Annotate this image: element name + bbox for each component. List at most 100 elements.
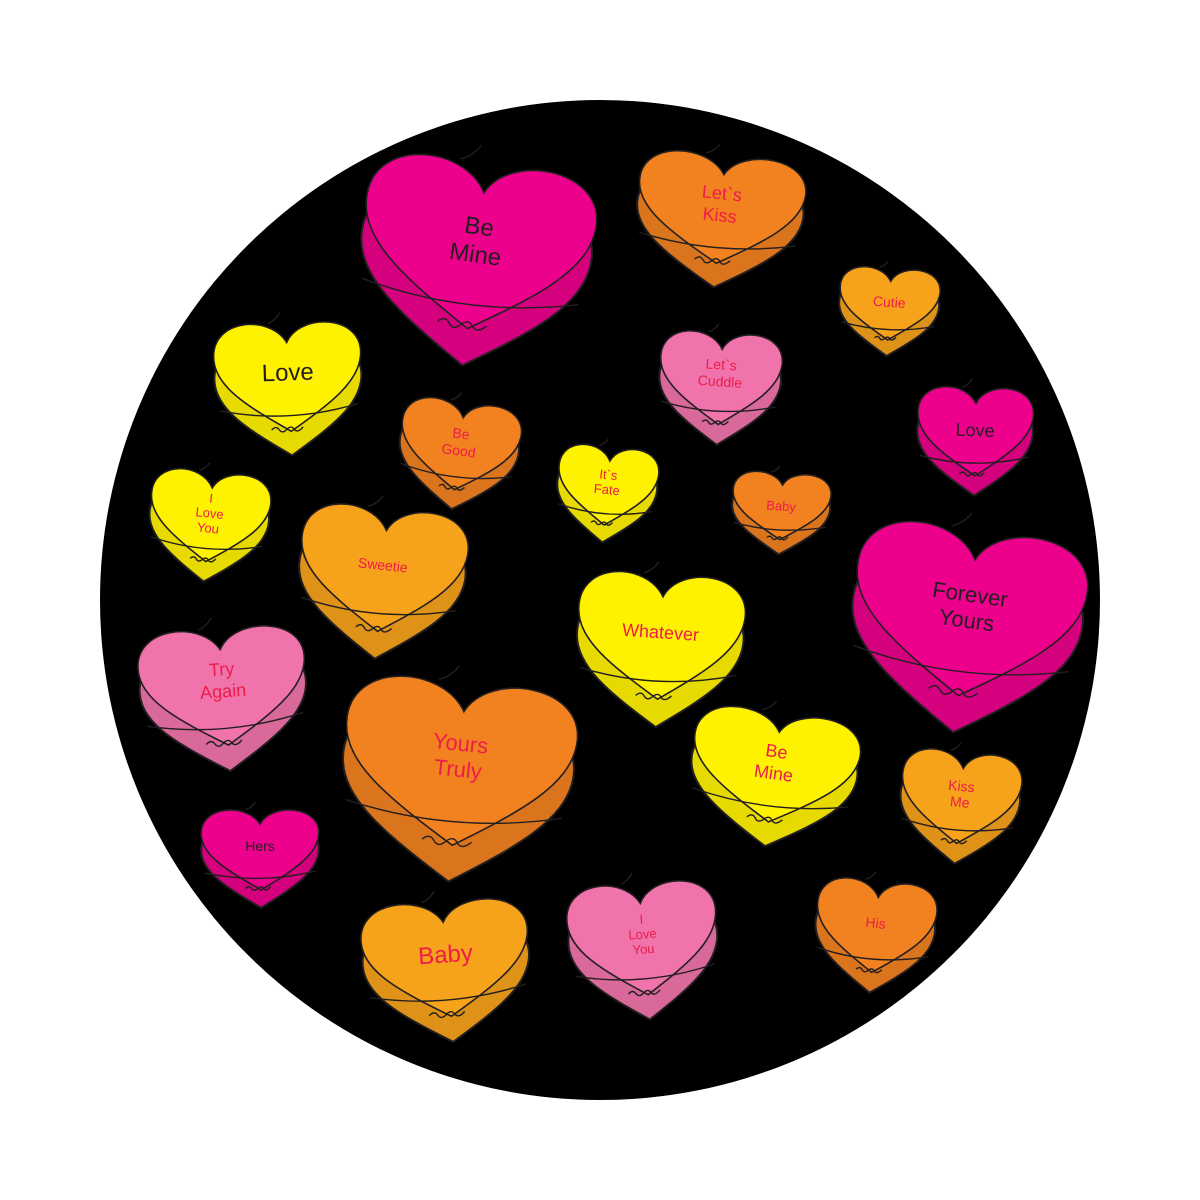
heart-squiggle-mark <box>874 335 897 341</box>
candy-heart: Hers <box>200 801 320 909</box>
heart-message: BeGood <box>441 423 480 460</box>
heart-message-line: Me <box>949 793 970 811</box>
candy-heart: Love <box>916 378 1035 497</box>
heart-rim-line <box>853 644 1070 676</box>
candy-heart: BeMine <box>360 145 598 367</box>
heart-message-line: Be <box>463 212 496 243</box>
heart-message: Love <box>955 420 995 441</box>
heart-rim-line <box>370 983 527 1002</box>
heart-message-line: Try <box>208 658 235 680</box>
heart-rim-line <box>150 536 263 551</box>
heart-rim-line <box>579 666 737 683</box>
heart-top-shape <box>360 898 529 1018</box>
heart-message-line: Cutie <box>872 293 906 311</box>
heart-rim-line <box>733 521 826 531</box>
heart-notch-mark <box>199 462 211 471</box>
candy-heart: Baby <box>360 890 531 1044</box>
heart-squiggle-mark <box>855 966 883 974</box>
heart-message: KissMe <box>946 777 976 812</box>
heart-message: Love <box>261 359 314 388</box>
heart-top-shape <box>901 748 1023 845</box>
heart-message: ForeverYours <box>927 577 1009 638</box>
candy-heart: ForeverYours <box>851 512 1089 734</box>
heart-top-shape <box>365 153 598 330</box>
heart-squiggle-mark <box>958 471 985 477</box>
heart-rim-line <box>661 400 776 413</box>
heart-top-shape <box>856 520 1089 697</box>
heart-top-shape <box>401 396 523 491</box>
candy-heart: Let`sKiss <box>636 143 807 289</box>
heart-top-shape <box>150 467 272 563</box>
heart-message: Hers <box>245 838 275 854</box>
heart-message-line: Be <box>451 424 470 442</box>
heart-rim-line <box>345 798 562 825</box>
heart-rim-line <box>816 946 929 961</box>
heart-squiggle-mark <box>245 885 272 891</box>
heart-notch-mark <box>705 143 721 154</box>
heart-notch-mark <box>368 495 384 507</box>
heart-message-line: I <box>209 491 214 506</box>
candy-heart: Let`sCuddle <box>658 323 783 447</box>
heart-notch-mark <box>198 617 212 631</box>
heart-message: Let`sCuddle <box>697 355 744 391</box>
heart-squiggle-mark <box>355 624 392 633</box>
candy-heart: Sweetie <box>298 495 469 660</box>
candy-heart: ILoveYou <box>566 872 719 1021</box>
candy-heart: BeMine <box>690 700 862 848</box>
heart-message-line: Love <box>261 359 314 388</box>
candy-heart: ILoveYou <box>148 462 272 583</box>
heart-squiggle-mark <box>940 837 968 845</box>
heart-notch-mark <box>708 323 720 333</box>
heart-squiggle-mark <box>189 556 217 563</box>
heart-message-line: Let`s <box>705 355 737 373</box>
heart-notch-mark <box>761 700 778 711</box>
heart-notch-mark <box>421 890 435 904</box>
heart-message-line: I <box>639 912 644 927</box>
heart-top-shape <box>200 809 320 891</box>
heart-message-line: Baby <box>417 940 473 971</box>
candy-heart: His <box>814 871 938 994</box>
heart-rim-line <box>557 503 652 516</box>
candy-heart: KissMe <box>899 742 1023 865</box>
heart-squiggle-mark <box>438 483 466 491</box>
heart-rim-line <box>147 711 304 731</box>
heart-rim-line <box>919 454 1029 464</box>
heart-rim-line <box>901 817 1014 832</box>
heart-rim-line <box>399 462 512 480</box>
heart-message-line: Love <box>628 926 657 943</box>
candy-heart: BeGood <box>398 392 523 511</box>
heart-top-shape <box>839 265 941 341</box>
heart-squiggle-mark <box>436 318 488 331</box>
heart-notch-mark <box>865 871 877 881</box>
heart-notch-mark <box>962 378 973 388</box>
heart-message: ILoveYou <box>627 911 658 958</box>
candy-heart: Love <box>212 312 363 457</box>
heart-message-line: You <box>196 519 219 536</box>
heart-top-shape <box>693 705 862 823</box>
heart-message-line: Truly <box>433 754 483 784</box>
heart-message: Cutie <box>872 293 906 311</box>
heart-top-shape <box>659 329 783 426</box>
heart-top-shape <box>816 877 938 974</box>
heart-notch-mark <box>771 465 781 473</box>
heart-squiggle-mark <box>421 835 472 848</box>
heart-message-line: His <box>865 914 887 932</box>
heart-notch-mark <box>450 392 463 401</box>
heart-message-line: Kiss <box>702 204 738 227</box>
heart-notch-mark <box>460 145 482 160</box>
heart-squiggle-mark <box>428 1010 466 1019</box>
heart-notch-mark <box>620 872 633 886</box>
heart-message: YoursTruly <box>429 728 489 785</box>
heart-message: His <box>865 914 887 932</box>
heart-message-line: Cuddle <box>697 372 743 391</box>
heart-top-shape <box>638 149 807 265</box>
heart-top-shape <box>917 385 1035 477</box>
heart-message-line: Love <box>195 504 225 522</box>
heart-message-line: Kiss <box>947 777 975 796</box>
heart-message: Let`sKiss <box>699 181 743 227</box>
heart-message-line: Again <box>199 680 246 703</box>
heart-top-shape <box>566 880 717 996</box>
heart-message: TryAgain <box>198 658 247 703</box>
